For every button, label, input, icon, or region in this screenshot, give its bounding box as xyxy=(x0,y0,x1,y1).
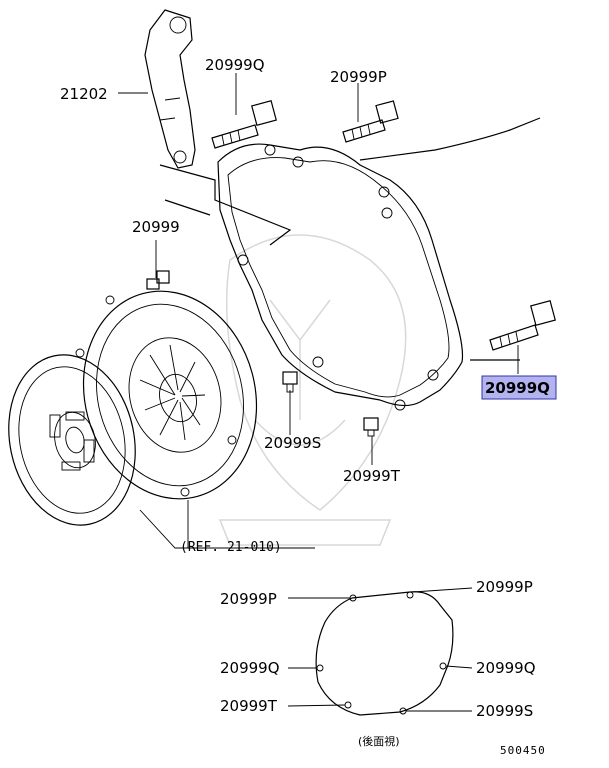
bolt-20999-left xyxy=(146,270,170,290)
rear-label-20999Q-left: 20999Q xyxy=(220,659,280,677)
bracket-leader-lines xyxy=(159,164,292,246)
label-20999S: 20999S xyxy=(264,434,321,452)
bolt-20999P-top xyxy=(342,100,399,143)
label-ref: (REF. 21-010) xyxy=(180,540,282,555)
rear-label-20999P-left: 20999P xyxy=(220,590,277,608)
label-20999: 20999 xyxy=(132,218,180,236)
bolt-20999T xyxy=(363,417,379,437)
clutch-housing xyxy=(217,143,464,411)
transmission-outline xyxy=(359,117,541,361)
clutch-disc xyxy=(8,354,136,526)
leader-lines xyxy=(118,73,519,549)
bolt-20999Q-right xyxy=(489,300,556,351)
watermark-logo xyxy=(218,234,407,546)
label-20999P-top: 20999P xyxy=(330,68,387,86)
rear-label-20999Q-right: 20999Q xyxy=(476,659,536,677)
rear-label-20999S: 20999S xyxy=(476,702,533,720)
rear-label-20999T: 20999T xyxy=(220,697,278,715)
rear-view-inset xyxy=(287,587,473,716)
diagram-code: 500450 xyxy=(500,744,546,757)
label-20999Q-top: 20999Q xyxy=(205,56,265,74)
label-20999Q-highlight[interactable]: 20999Q xyxy=(485,379,550,397)
bolt-20999Q-top xyxy=(211,100,277,149)
rear-label-20999P-right: 20999P xyxy=(476,578,533,596)
bolt-20999S xyxy=(282,371,298,393)
label-21202: 21202 xyxy=(60,85,108,103)
bracket-21202 xyxy=(144,9,196,169)
label-20999T: 20999T xyxy=(343,467,401,485)
highlight-box[interactable] xyxy=(481,375,557,400)
rear-view-caption: (後面視) xyxy=(358,734,400,748)
pressure-plate xyxy=(75,290,258,500)
